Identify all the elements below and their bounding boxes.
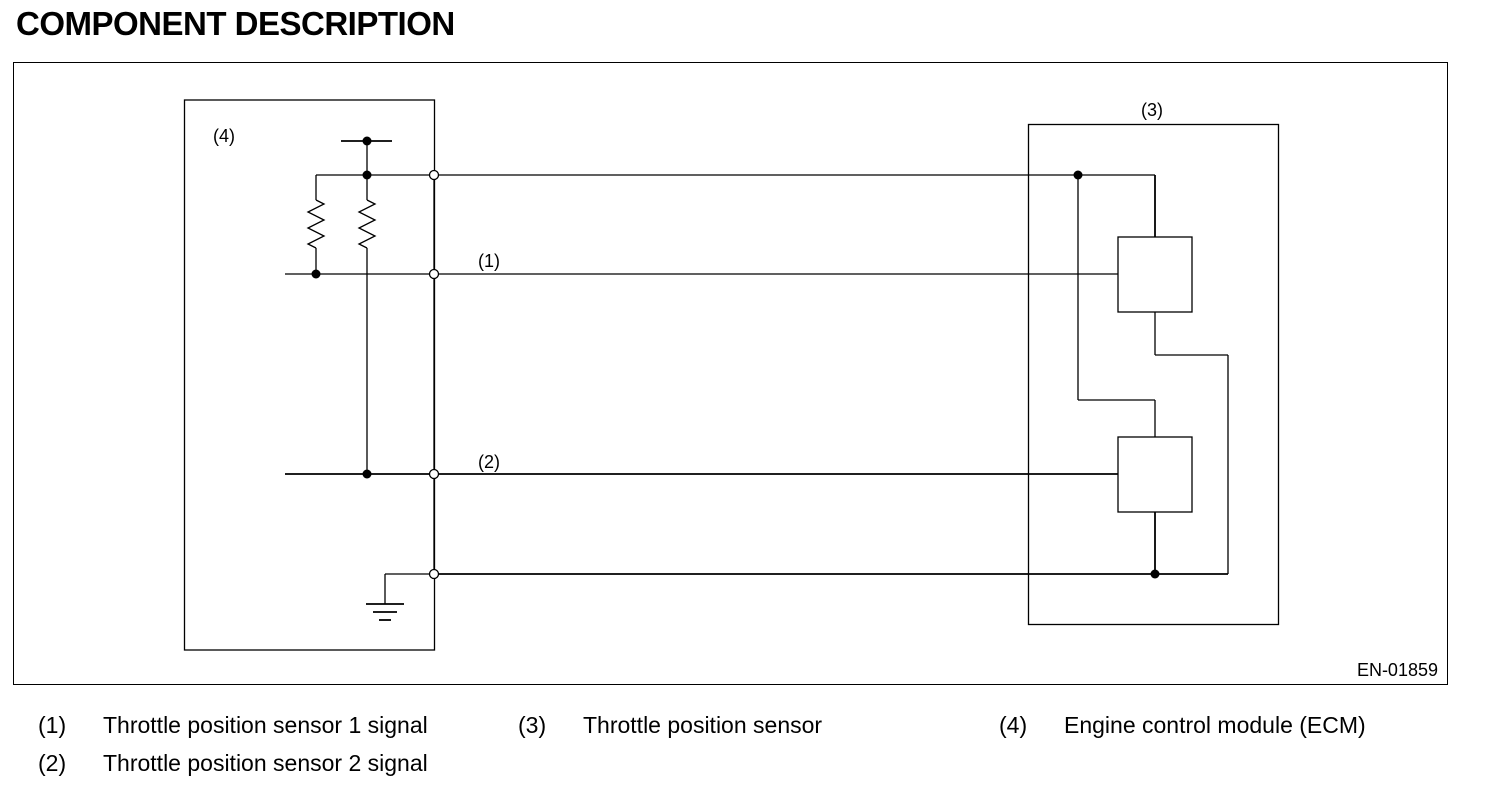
ecm-label: (4)	[213, 126, 235, 146]
legend-number: (4)	[999, 712, 1028, 738]
connector-terminal	[428, 268, 440, 280]
legend-number: (2)	[38, 750, 67, 776]
junction-dot	[362, 136, 372, 146]
legend-text: Throttle position sensor 2 signal	[103, 750, 428, 776]
page-title: COMPONENT DESCRIPTION	[16, 5, 455, 42]
junction-dot	[362, 469, 372, 479]
legend-text: Engine control module (ECM)	[1064, 712, 1366, 738]
pullup-resistor-2	[357, 199, 377, 249]
connector-terminal	[428, 568, 440, 580]
signal1-label: (1)	[478, 251, 500, 271]
junction-dot	[311, 269, 321, 279]
diagram-frame	[13, 62, 1448, 685]
pullup-resistor-1	[306, 199, 326, 249]
junction-dot	[362, 170, 372, 180]
junction-dot	[1073, 170, 1083, 180]
connector-terminal	[428, 468, 440, 480]
sensor-box	[1027, 123, 1280, 626]
junction-dot	[1150, 569, 1160, 579]
legend-text: Throttle position sensor 1 signal	[103, 712, 428, 738]
legend-number: (1)	[38, 712, 67, 738]
sensor-element-1	[1117, 236, 1193, 313]
legend-number: (3)	[518, 712, 547, 738]
legend-text: Throttle position sensor	[583, 712, 823, 738]
sensor-element-2	[1117, 436, 1193, 513]
ecm-box	[183, 99, 436, 651]
sensor-label: (3)	[1141, 100, 1163, 120]
connector-terminal	[428, 169, 440, 181]
signal2-label: (2)	[478, 452, 500, 472]
figure-code: EN-01859	[1357, 660, 1438, 680]
